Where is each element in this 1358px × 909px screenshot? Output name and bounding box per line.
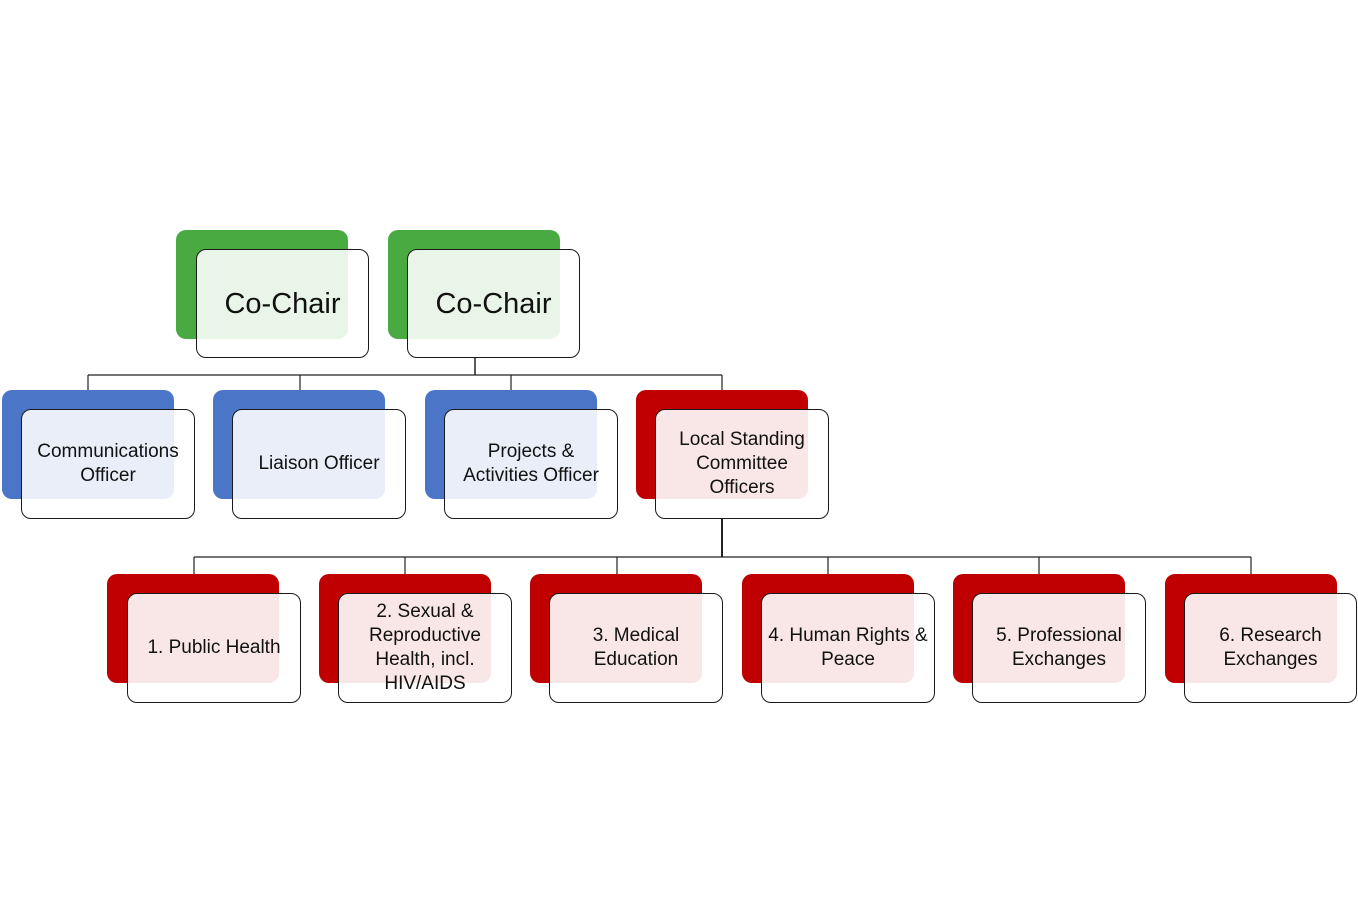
officer-label: Liaison Officer [232,409,406,519]
committee-label: 6. Research Exchanges [1184,593,1357,703]
committee-label: 3. Medical Education [549,593,723,703]
officer-label: Local Standing Committee Officers [655,409,829,519]
co-chair-label: Co-Chair [196,249,369,358]
committee-label: 2. Sexual & Reproductive Health, incl. H… [338,593,512,703]
committee-label: 5. Professional Exchanges [972,593,1146,703]
officer-label: Communications Officer [21,409,195,519]
committee-label: 1. Public Health [127,593,301,703]
officer-label: Projects & Activities Officer [444,409,618,519]
co-chair-label: Co-Chair [407,249,580,358]
committee-label: 4. Human Rights & Peace [761,593,935,703]
